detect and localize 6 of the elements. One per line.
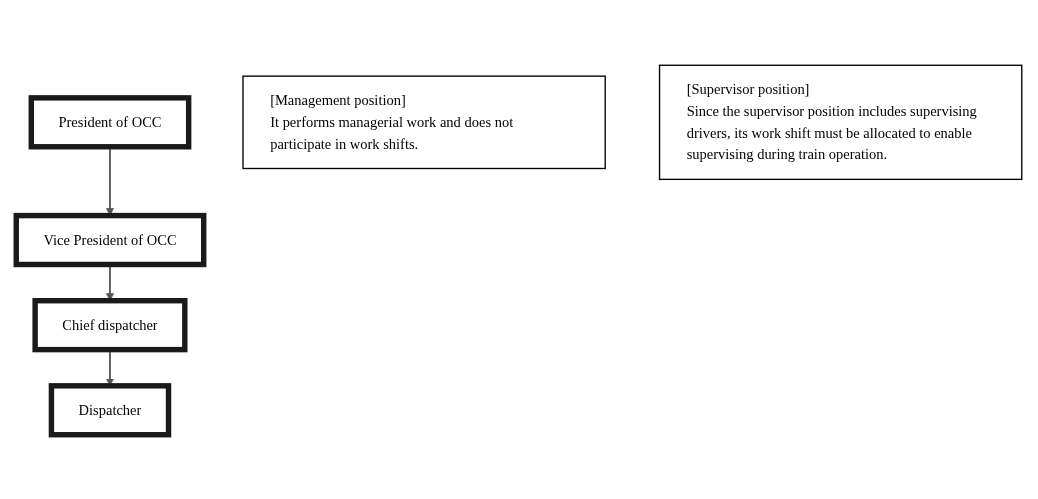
node-box: Dispatcher bbox=[48, 382, 172, 437]
node-box: [Management position] It performs managerial work and does not participate in work shifts. bbox=[242, 74, 606, 169]
node-box: Vice President of OCC bbox=[13, 212, 207, 267]
node-box: President of OCC bbox=[28, 94, 192, 149]
node-box: [Supervisor position] Since the supervisor position includes supervising drivers, its work shift must be allocated to enable supervising during train operation. bbox=[658, 64, 1023, 180]
node-box: Chief dispatcher bbox=[32, 297, 188, 352]
